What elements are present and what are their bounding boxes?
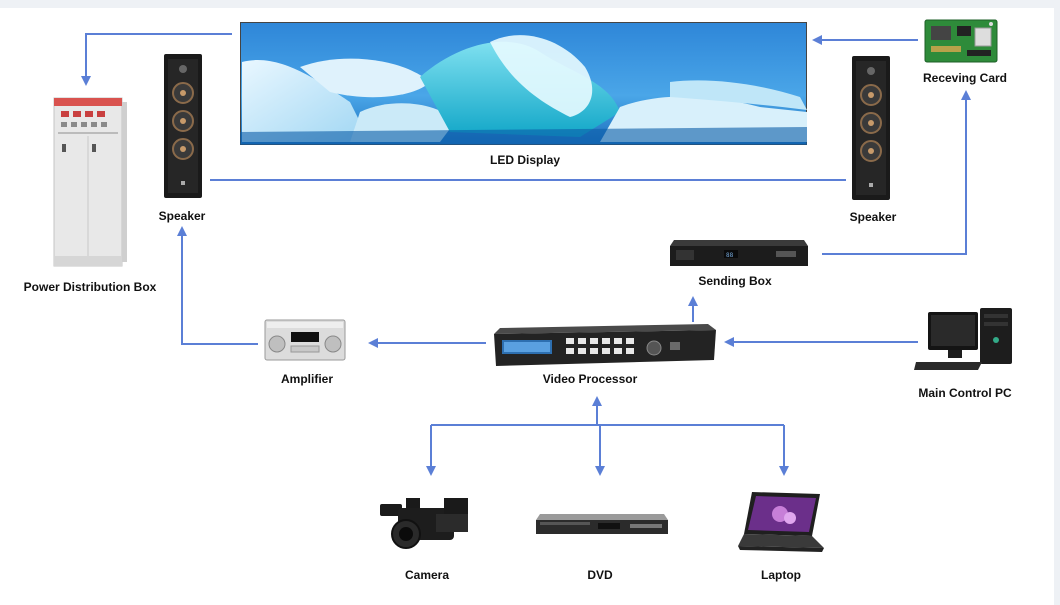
right-border	[1054, 0, 1060, 605]
line-display-to-power	[81, 33, 232, 86]
top-border	[0, 0, 1060, 8]
speaker-left-label: Speaker	[158, 209, 206, 223]
main-control-pc	[912, 304, 1016, 374]
speaker-right	[851, 55, 891, 201]
receiving-card-label: Receving Card	[922, 71, 1008, 85]
power-distribution-box	[52, 96, 128, 270]
speaker-right-label: Speaker	[849, 210, 897, 224]
main-pc-icon	[914, 308, 1012, 370]
laptop-icon	[738, 492, 824, 552]
amplifier	[263, 318, 347, 362]
camera-icon	[380, 498, 468, 549]
amplifier-label: Amplifier	[280, 372, 334, 386]
led-display	[239, 21, 808, 146]
svg-text:88: 88	[726, 252, 734, 259]
receiving-card	[923, 16, 999, 66]
led-display-screen	[239, 21, 808, 146]
speaker-left	[163, 53, 203, 199]
power-box-label: Power Distribution Box	[23, 280, 157, 294]
dvd-icon	[536, 514, 668, 534]
power-box-icon	[53, 97, 127, 267]
main-pc-label: Main Control PC	[918, 386, 1012, 400]
amplifier-icon	[264, 319, 346, 361]
video-processor-label: Video Processor	[542, 372, 638, 386]
sending-box-label: Sending Box	[698, 274, 772, 288]
line-amp-to-speaker	[177, 226, 258, 345]
dvd-label: DVD	[587, 568, 613, 582]
camera-label: Camera	[404, 568, 450, 582]
video-processor-icon	[494, 324, 716, 366]
speaker-right-icon	[852, 56, 890, 200]
receiving-card-icon	[924, 19, 998, 63]
speaker-left-icon	[164, 54, 202, 198]
laptop	[736, 488, 826, 556]
video-processor	[490, 322, 718, 370]
camera	[376, 494, 476, 556]
sending-box: 88	[668, 236, 810, 270]
sending-box-icon: 88	[670, 240, 808, 266]
led-display-label: LED Display	[489, 153, 561, 167]
line-sending-to-card	[822, 90, 971, 255]
laptop-label: Laptop	[761, 568, 801, 582]
dvd	[534, 510, 670, 538]
